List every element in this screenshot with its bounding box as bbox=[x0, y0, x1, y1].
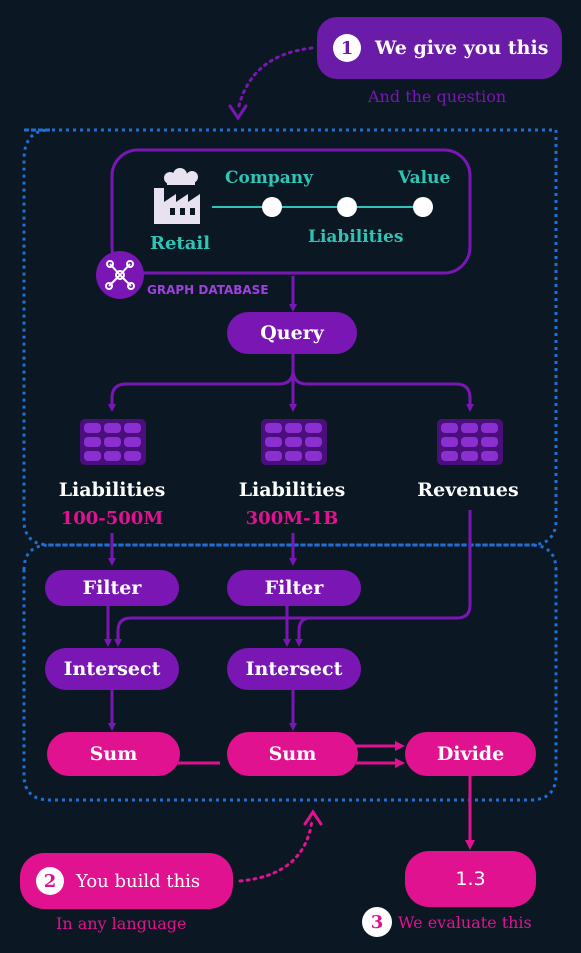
sum-2: Sum bbox=[227, 732, 358, 776]
intersect-2: Intersect bbox=[227, 648, 361, 690]
table-2-name: Liabilities bbox=[238, 479, 346, 501]
table-icon-3 bbox=[437, 419, 503, 465]
query-pill: Query bbox=[227, 312, 357, 354]
step-three: 3 We evaluate this bbox=[362, 907, 532, 937]
filter-2: Filter bbox=[227, 570, 361, 606]
graph-node-1 bbox=[262, 197, 282, 217]
intersect-1: Intersect bbox=[45, 648, 179, 690]
result-pill: 1.3 bbox=[405, 851, 536, 907]
step-two-label: You build this bbox=[76, 870, 201, 892]
step-three-label: We evaluate this bbox=[398, 912, 532, 932]
table-icon-1 bbox=[80, 419, 146, 465]
graph-box bbox=[110, 148, 472, 275]
table-icon-2 bbox=[261, 419, 327, 465]
table-1-range: 100-500M bbox=[60, 508, 164, 529]
table-3-name: Revenues bbox=[417, 479, 519, 501]
filter-1: Filter bbox=[45, 570, 179, 606]
graph-database-icon bbox=[96, 251, 144, 299]
divide-pill: Divide bbox=[405, 732, 536, 776]
graph-node-3 bbox=[413, 197, 433, 217]
step-two-pill: 2 You build this bbox=[20, 853, 233, 909]
dotted-frame-bottom bbox=[22, 543, 558, 802]
node-retail-label: Retail bbox=[150, 233, 211, 254]
sum-1: Sum bbox=[47, 732, 180, 776]
step-one-pill: 1 We give you this bbox=[317, 17, 562, 79]
factory-icon bbox=[154, 168, 200, 224]
node-value-label: Value bbox=[398, 168, 451, 188]
step-one-sub: And the question bbox=[368, 87, 507, 106]
dotted-frame-top bbox=[22, 128, 558, 547]
table-1-name: Liabilities bbox=[58, 479, 166, 501]
node-liabilities-label: Liabilities bbox=[308, 227, 404, 247]
step-one-number: 1 bbox=[333, 34, 361, 62]
table-2-range: 300M-1B bbox=[245, 508, 339, 529]
graph-database-label: GRAPH DATABASE bbox=[147, 283, 269, 297]
step-three-number: 3 bbox=[362, 907, 392, 937]
step-two-sub: In any language bbox=[56, 914, 187, 933]
step-two-number: 2 bbox=[36, 867, 64, 895]
step-one-label: We give you this bbox=[375, 37, 549, 59]
graph-node-2 bbox=[337, 197, 357, 217]
node-company-label: Company bbox=[225, 168, 313, 188]
